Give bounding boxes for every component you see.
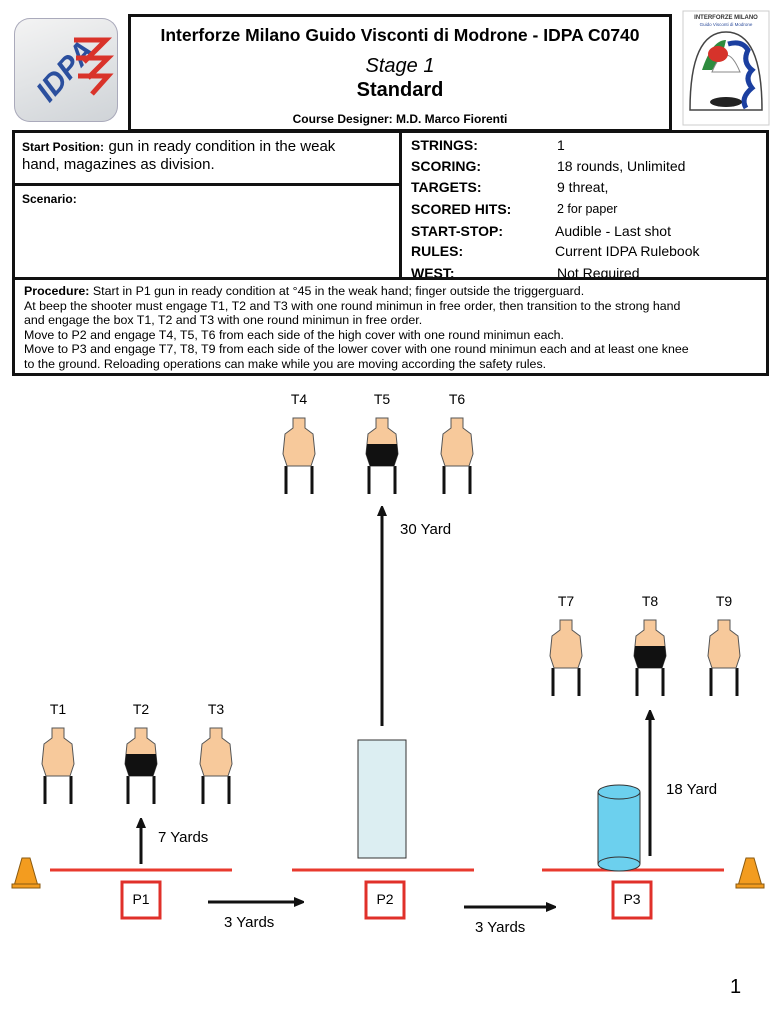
info-label-rules: RULES: — [411, 243, 464, 259]
info-row: RULES: — [411, 243, 463, 261]
interforze-logo-text-1: INTERFORZE MILANO — [694, 15, 758, 21]
start-position-text-1: gun in ready condition in the weak — [108, 138, 336, 155]
info-row: START-STOP: — [411, 223, 503, 241]
target-label-t5: T5 — [374, 391, 391, 407]
distance-label-p1-p2: 3 Yards — [224, 914, 274, 931]
position-label-p1: P1 — [132, 891, 149, 907]
target-t3: T3 — [199, 701, 233, 804]
interforze-logo: INTERFORZE MILANO Guido Visconti di Modr… — [682, 10, 770, 126]
info-label-scoring: SCORING: — [411, 158, 481, 174]
position-label-p2: P2 — [376, 891, 393, 907]
info-row: SCORED HITS: — [411, 201, 511, 219]
match-title: Interforze Milano Guido Visconti di Modr… — [160, 25, 640, 45]
stage-type: Standard — [356, 79, 444, 101]
procedure-label: Procedure: — [24, 284, 90, 298]
position-box-p2 — [364, 880, 406, 920]
target-label-t8: T8 — [642, 593, 659, 609]
position-box-p1 — [120, 880, 162, 920]
procedure-line-2: At beep the shooter must engage T1, T2 a… — [24, 298, 681, 313]
target-t7: T7 — [549, 593, 583, 696]
info-label-targets: TARGETS: — [411, 179, 482, 195]
target-label-t2: T2 — [133, 701, 150, 717]
target-t8: T8 — [633, 593, 667, 696]
high-cover-wall — [357, 739, 407, 859]
info-value-start-stop: Audible - Last shot — [555, 223, 671, 239]
info-label-strings: STRINGS: — [411, 137, 478, 153]
info-value-rules: Current IDPA Rulebook — [555, 243, 700, 259]
distance-label-p2: 30 Yard — [400, 521, 451, 538]
stage-info-box: STRINGS: 1 SCORING: 18 rounds, Unlimited… — [399, 130, 769, 281]
target-t4: T4 — [282, 391, 316, 494]
stage-number: Stage 1 — [365, 55, 435, 77]
target-t5: T5 — [365, 391, 399, 494]
scenario-box: Scenario: — [12, 183, 402, 280]
procedure-line-5: Move to P3 and engage T7, T8, T9 from ea… — [24, 342, 689, 357]
info-row: TARGETS: — [411, 179, 482, 197]
idpa-logo: IDPA — [14, 18, 118, 122]
info-value-strings: 1 — [557, 137, 565, 153]
procedure-box: Procedure: Start in P1 gun in ready cond… — [12, 277, 769, 376]
low-cover-barrel — [597, 784, 641, 872]
cone-right — [735, 857, 765, 889]
header-box: Interforze Milano Guido Visconti di Modr… — [128, 14, 672, 132]
procedure-line-6: to the ground. Reloading operations can … — [24, 356, 547, 371]
info-label-scored-hits: SCORED HITS: — [411, 201, 512, 217]
target-label-t7: T7 — [558, 593, 575, 609]
info-value-targets: 9 threat, — [557, 179, 609, 195]
interforze-logo-graphic: INTERFORZE MILANO Guido Visconti di Modr… — [682, 10, 770, 126]
position-box-p3 — [611, 880, 653, 920]
distance-label-p1: 7 Yards — [158, 829, 208, 846]
target-t2: T2 — [124, 701, 158, 804]
distance-label-p3: 18 Yard — [666, 781, 717, 798]
scenario-label: Scenario: — [22, 192, 77, 206]
idpa-logo-graphic: IDPA — [30, 34, 115, 108]
target-label-t4: T4 — [291, 391, 308, 407]
info-row: SCORING: — [411, 158, 481, 176]
target-label-t6: T6 — [449, 391, 466, 407]
target-label-t9: T9 — [716, 593, 733, 609]
target-t6: T6 — [440, 391, 474, 494]
distance-label-p2-p3: 3 Yards — [475, 919, 525, 936]
procedure-line-4: Move to P2 and engage T4, T5, T6 from ea… — [24, 327, 565, 342]
procedure-line-1: Start in P1 gun in ready condition at °4… — [92, 284, 585, 298]
info-row: STRINGS: — [411, 137, 478, 155]
start-position-text-2: hand, magazines as division. — [22, 156, 215, 173]
interforze-logo-text-2: Guido Visconti di Modrone — [700, 22, 753, 27]
course-designer: Course Designer: M.D. Marco Fiorenti — [292, 112, 508, 126]
info-value-scoring: 18 rounds, Unlimited — [557, 158, 686, 174]
target-t1: T1 — [41, 701, 75, 804]
info-label-start-stop: START-STOP: — [411, 223, 504, 239]
start-position-box: Start Position: gun in ready condition i… — [12, 130, 402, 186]
target-label-t3: T3 — [208, 701, 225, 717]
idpa-logo-text: IDPA — [30, 34, 101, 108]
target-t9: T9 — [707, 593, 741, 696]
cone-left — [11, 857, 41, 889]
info-value-scored-hits: 2 for paper — [557, 202, 618, 216]
start-position-label: Start Position: — [22, 140, 105, 154]
target-label-t1: T1 — [50, 701, 67, 717]
procedure-line-3: and engage the box T1, T2 and T3 with on… — [24, 313, 423, 328]
page-number: 1 — [730, 976, 742, 998]
position-label-p3: P3 — [623, 891, 640, 907]
